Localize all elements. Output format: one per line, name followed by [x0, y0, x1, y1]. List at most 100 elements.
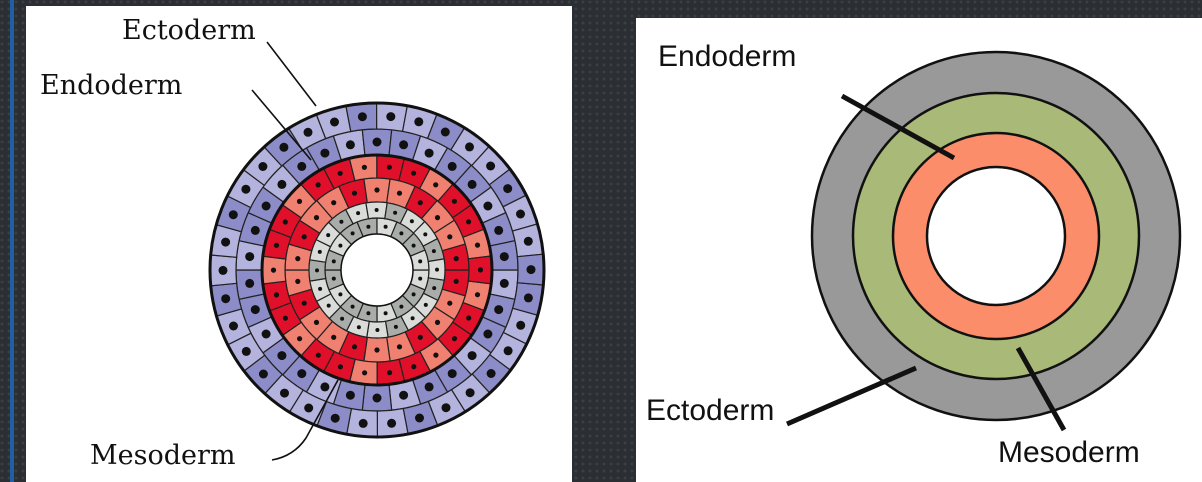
mesoderm-nucleus: [454, 279, 459, 284]
ectoderm-nucleus: [304, 128, 313, 137]
mesoderm-nucleus: [271, 268, 276, 273]
ectoderm-nucleus: [442, 403, 451, 412]
ectoderm-nucleus: [262, 202, 271, 211]
ectoderm-nucleus: [279, 143, 288, 152]
ectoderm-nucleus: [516, 321, 525, 330]
ectoderm-nucleus: [524, 293, 533, 302]
ectoderm-nucleus: [219, 266, 228, 275]
endoderm-nucleus: [394, 325, 398, 329]
ectoderm-nucleus: [399, 391, 408, 400]
mesoderm-nucleus: [475, 243, 480, 248]
ectoderm-nucleus: [524, 237, 533, 246]
endoderm-nucleus: [399, 305, 403, 309]
ectoderm-nucleus: [331, 414, 340, 423]
right-diagram-panel: Endoderm Ectoderm Mesoderm: [636, 18, 1202, 482]
mesoderm-nucleus: [433, 353, 438, 358]
ectoderm-nucleus: [245, 279, 254, 288]
mesoderm-nucleus: [352, 191, 357, 196]
ectoderm-nucleus: [448, 162, 457, 171]
mesoderm-nucleus: [387, 165, 392, 170]
label-ectoderm: Ectoderm: [122, 15, 256, 46]
mesoderm-nucleus: [397, 344, 402, 349]
mesoderm-nucleus: [435, 215, 440, 220]
blastocoel-lumen: [341, 234, 413, 306]
mesoderm-nucleus: [447, 301, 452, 306]
mesoderm-nucleus: [387, 370, 392, 375]
endoderm-nucleus: [423, 232, 427, 236]
ectoderm-nucleus: [399, 140, 408, 149]
mesoderm-nucleus: [362, 165, 367, 170]
mesoderm-nucleus: [314, 320, 319, 325]
ectoderm-nucleus: [245, 252, 254, 261]
ectoderm-nucleus: [494, 305, 503, 314]
endoderm-nucleus: [338, 244, 342, 248]
ectoderm-nucleus: [494, 226, 503, 235]
label-mesoderm: Mesoderm: [998, 436, 1140, 469]
endoderm-nucleus: [351, 305, 355, 309]
ectoderm-nucleus: [373, 394, 382, 403]
ectoderm-pointer-line: [267, 42, 316, 106]
ectoderm-nucleus: [500, 252, 509, 261]
endoderm-nucleus: [435, 268, 439, 272]
ectoderm-nucleus: [468, 351, 477, 360]
mesoderm-nucleus: [274, 243, 279, 248]
mesoderm-nucleus: [447, 234, 452, 239]
endoderm-nucleus: [432, 249, 436, 253]
endoderm-nucleus: [410, 219, 414, 223]
endoderm-nucleus: [432, 286, 436, 290]
ectoderm-nucleus: [229, 322, 238, 331]
mesoderm-nucleus: [433, 182, 438, 187]
mesoderm-nucleus: [454, 256, 459, 261]
mesoderm-nucleus: [397, 191, 402, 196]
endoderm-nucleus: [418, 277, 422, 281]
ectoderm-nucleus: [387, 419, 396, 428]
ectoderm-nucleus: [448, 369, 457, 378]
mesoderm-nucleus: [338, 171, 343, 176]
mesoderm-nucleus: [418, 200, 423, 205]
ectoderm-nucleus: [320, 149, 329, 158]
ectoderm-nucleus: [358, 112, 367, 121]
ectoderm-nucleus: [486, 162, 495, 171]
mesoderm-nucleus: [302, 301, 307, 306]
mesoderm-nucleus: [302, 234, 307, 239]
endoderm-nucleus: [393, 211, 397, 215]
ectoderm-nucleus: [346, 140, 355, 149]
ectoderm-nucleus: [386, 112, 395, 121]
endoderm-nucleus: [327, 304, 331, 308]
ectoderm-nucleus: [258, 162, 267, 171]
mesoderm-nucleus: [297, 336, 302, 341]
endoderm-nucleus: [318, 250, 322, 254]
endoderm-nucleus: [338, 292, 342, 296]
ectoderm-nucleus: [359, 419, 368, 428]
mesoderm-nucleus: [466, 315, 471, 320]
ectoderm-nucleus: [503, 184, 512, 193]
ectoderm-nucleus: [373, 138, 382, 147]
mesoderm-nucleus: [331, 335, 336, 340]
endoderm-nucleus: [399, 231, 403, 235]
mesoderm-nucleus: [283, 219, 288, 224]
mesoderm-nucleus: [475, 292, 480, 297]
endoderm-nucleus: [418, 259, 422, 263]
mesoderm-nucleus: [331, 200, 336, 205]
endoderm-nucleus: [332, 259, 336, 263]
ectoderm-nucleus: [221, 238, 230, 247]
ectoderm-nucleus: [251, 305, 260, 314]
ectoderm-nucleus: [297, 369, 306, 378]
germ-layers-cell-diagram: Ectoderm Endoderm Mesoderm: [26, 6, 572, 482]
mesoderm-nucleus: [352, 344, 357, 349]
ectoderm-nucleus: [466, 388, 475, 397]
ectoderm-nucleus: [280, 389, 289, 398]
mesoderm-nucleus: [452, 336, 457, 341]
endoderm-nucleus: [332, 277, 336, 281]
ectoderm-nucleus: [425, 149, 434, 158]
ectoderm-nucleus: [229, 210, 238, 219]
endoderm-nucleus: [357, 325, 361, 329]
mesoderm-nucleus: [452, 199, 457, 204]
mesoderm-nucleus: [295, 256, 300, 261]
ectoderm-nucleus: [483, 330, 492, 339]
ectoderm-nucleus: [251, 226, 260, 235]
endoderm-nucleus: [411, 316, 415, 320]
ectoderm-nucleus: [465, 142, 474, 151]
mesoderm-nucleus: [316, 182, 321, 187]
mesoderm-nucleus: [295, 279, 300, 284]
